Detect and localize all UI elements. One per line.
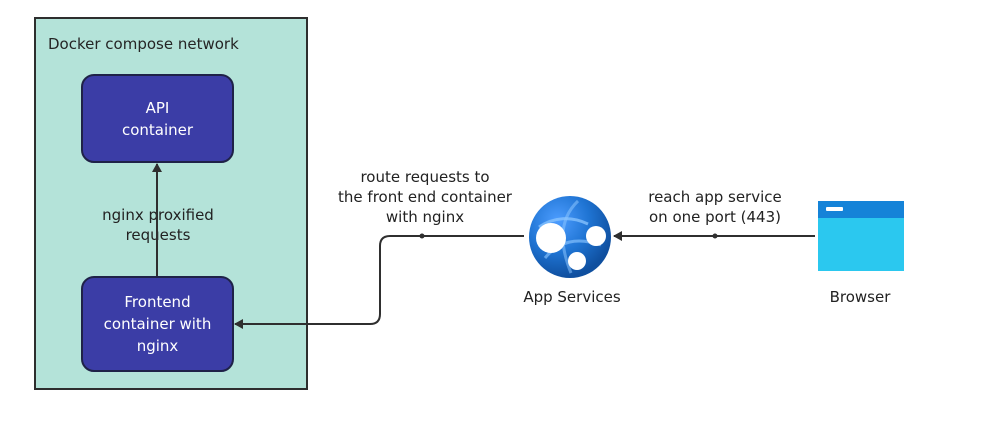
network-title: Docker compose network <box>48 35 239 53</box>
api-container-node: API container <box>81 74 234 163</box>
route-label-anchor <box>419 233 425 239</box>
reach-app-service-label: reach app service on one port (443) <box>648 188 782 226</box>
app-services-icon <box>529 196 611 278</box>
nginx-proxy-label: nginx proxified requests <box>102 206 214 244</box>
reach-label-anchor <box>712 233 718 239</box>
route-requests-label: route requests to the front end containe… <box>338 168 512 226</box>
app-services-label: App Services <box>523 288 621 306</box>
frontend-container-node: Frontend container with nginx <box>81 276 234 372</box>
route-arrow <box>234 235 524 329</box>
browser-icon <box>818 201 904 271</box>
browser-label: Browser <box>829 288 891 306</box>
